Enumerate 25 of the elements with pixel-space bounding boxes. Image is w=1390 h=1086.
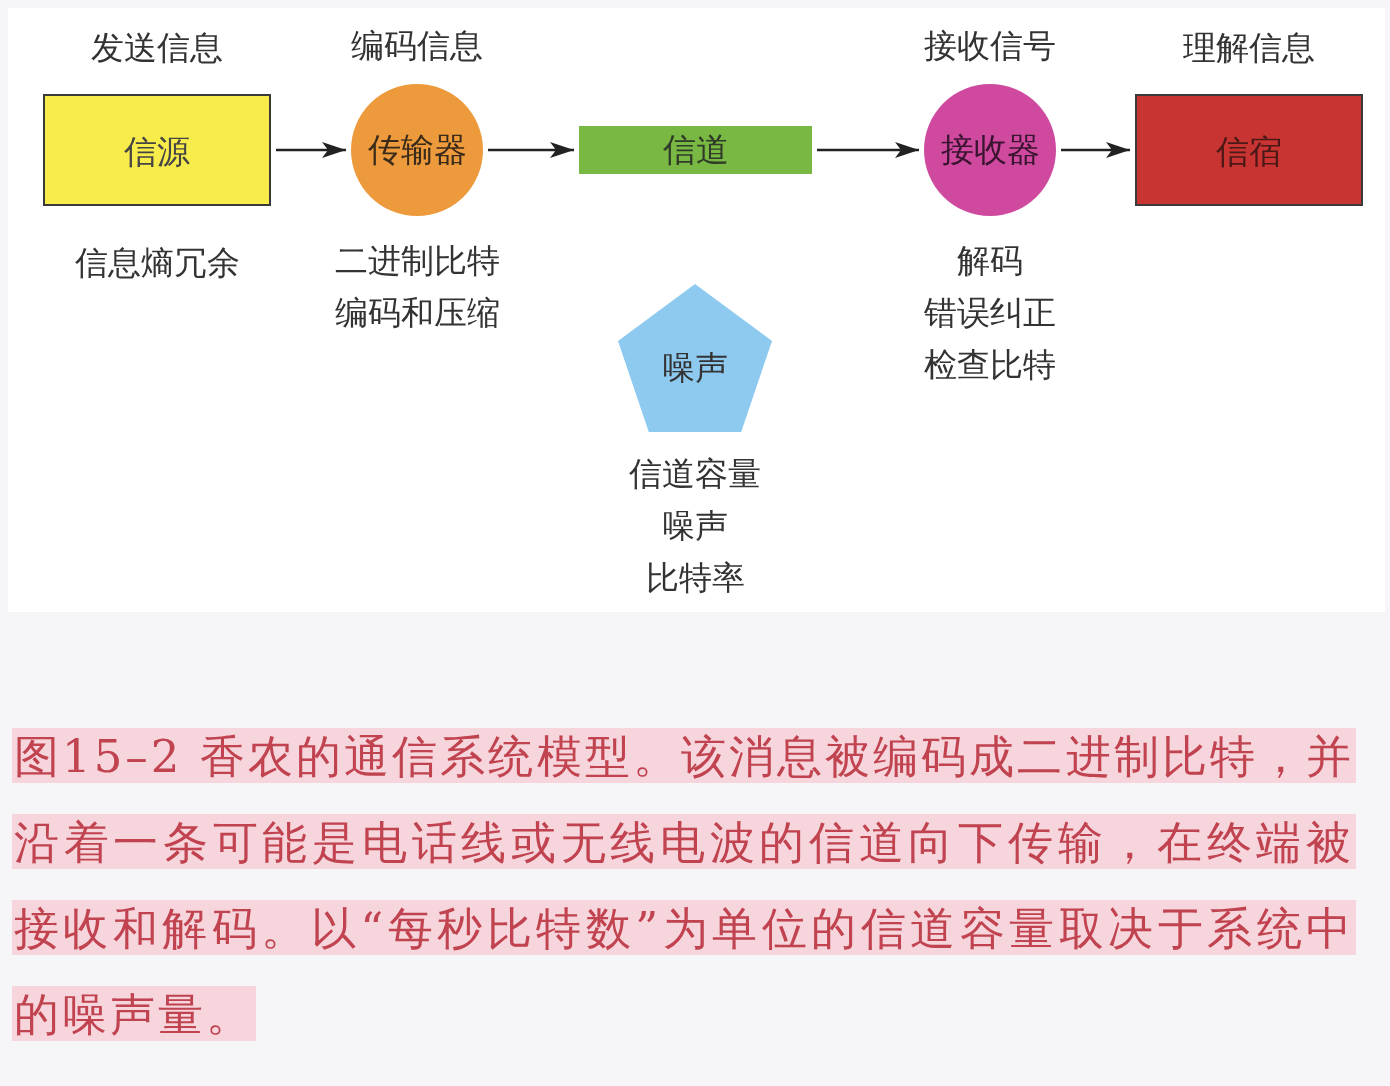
node-label: 接收器 <box>940 130 1040 170</box>
arrow <box>1061 142 1130 158</box>
node-note: 信息熵冗余 <box>74 243 240 283</box>
node-label: 信道 <box>662 130 729 170</box>
channel-bar <box>579 126 812 174</box>
node-note: 错误纠正 <box>924 293 1056 333</box>
node-label: 信宿 <box>1216 132 1282 172</box>
figure-caption: 图15–2 香农的通信系统模型。该消息被编码成二进制比特，并沿着一条可能是电话线或无线电波的信道向下传输，在终端被接收和解码。以“每秒比特数”为单位的信道容量取决于系统中的噪声量。 <box>12 727 1356 1043</box>
arrow <box>276 142 346 158</box>
node-note: 编码和压缩 <box>334 293 500 333</box>
node-heading: 编码信息 <box>351 26 483 66</box>
node-heading: 接收信号 <box>924 26 1056 66</box>
node-note: 检查比特 <box>924 345 1056 385</box>
node-note: 比特率 <box>645 558 745 598</box>
node-label: 噪声 <box>662 348 728 388</box>
node-note: 二进制比特 <box>334 241 500 281</box>
node-note: 解码 <box>957 241 1023 281</box>
arrow <box>488 142 574 158</box>
node-note: 噪声 <box>662 506 728 546</box>
node-heading: 发送信息 <box>91 28 223 68</box>
node-heading: 理解信息 <box>1183 28 1315 68</box>
arrow <box>817 142 919 158</box>
node-note: 信道容量 <box>629 454 761 494</box>
node-label: 传输器 <box>367 130 467 170</box>
node-label: 信源 <box>124 132 190 172</box>
